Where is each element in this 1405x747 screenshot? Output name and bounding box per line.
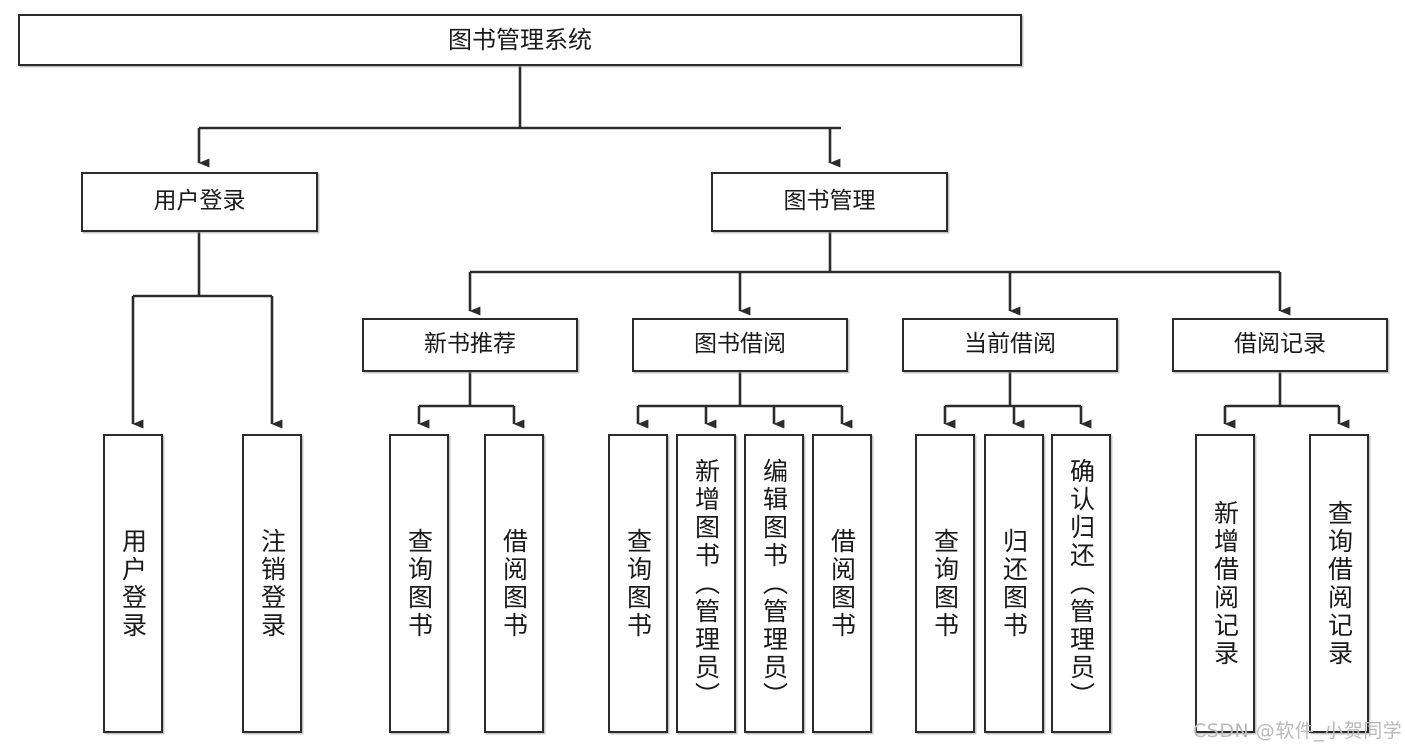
node-book-borrow[interactable]: 图书借阅 (632, 318, 848, 372)
node-label: 查询图书 (404, 527, 434, 640)
node-label: 当前借阅 (964, 331, 1056, 358)
leaf-new-book-query[interactable]: 查询图书 (389, 434, 449, 733)
node-root-system[interactable]: 图书管理系统 (18, 14, 1022, 66)
leaf-user-login-logout[interactable]: 注销登录 (242, 434, 302, 733)
node-label: 注销登录 (257, 527, 287, 640)
node-label: 借阅图书 (827, 527, 857, 640)
leaf-borrow-borrow-book[interactable]: 借阅图书 (812, 434, 872, 733)
node-label: 用户登录 (153, 188, 246, 215)
node-label: 图书管理 (783, 188, 876, 215)
csdn-watermark: CSDN @软件_小贺同学 (1193, 720, 1403, 742)
leaf-record-add[interactable]: 新增借阅记录 (1195, 434, 1255, 733)
node-label: 确认归还（管理员） (1066, 457, 1096, 710)
node-label: 借阅记录 (1234, 331, 1326, 358)
leaf-borrow-query-book[interactable]: 查询图书 (608, 434, 668, 733)
node-label: 编辑图书（管理员） (759, 457, 789, 710)
node-current-borrow[interactable]: 当前借阅 (902, 318, 1118, 372)
node-label: 图书管理系统 (448, 25, 592, 54)
leaf-borrow-edit-book[interactable]: 编辑图书（管理员） (744, 434, 804, 733)
node-label: 查询图书 (930, 527, 960, 640)
leaf-current-return-book[interactable]: 归还图书 (984, 434, 1044, 733)
node-label: 新书推荐 (424, 331, 516, 358)
node-label: 查询借阅记录 (1324, 499, 1354, 668)
node-label: 查询图书 (623, 527, 653, 640)
node-user-login[interactable]: 用户登录 (81, 172, 318, 232)
leaf-borrow-add-book[interactable]: 新增图书（管理员） (676, 434, 736, 733)
node-label: 图书借阅 (694, 331, 786, 358)
node-label: 归还图书 (999, 527, 1029, 640)
leaf-record-query[interactable]: 查询借阅记录 (1309, 434, 1369, 733)
node-label: 新增借阅记录 (1210, 499, 1240, 668)
node-label: 借阅图书 (499, 527, 529, 640)
leaf-current-confirm-return[interactable]: 确认归还（管理员） (1051, 434, 1111, 733)
node-new-book-recommend[interactable]: 新书推荐 (362, 318, 578, 372)
leaf-current-query-book[interactable]: 查询图书 (915, 434, 975, 733)
node-book-management[interactable]: 图书管理 (711, 172, 948, 232)
node-borrow-record[interactable]: 借阅记录 (1172, 318, 1388, 372)
node-label: 新增图书（管理员） (691, 457, 721, 710)
node-label: 用户登录 (118, 527, 148, 640)
leaf-new-book-borrow[interactable]: 借阅图书 (484, 434, 544, 733)
leaf-user-login-login[interactable]: 用户登录 (103, 434, 163, 733)
